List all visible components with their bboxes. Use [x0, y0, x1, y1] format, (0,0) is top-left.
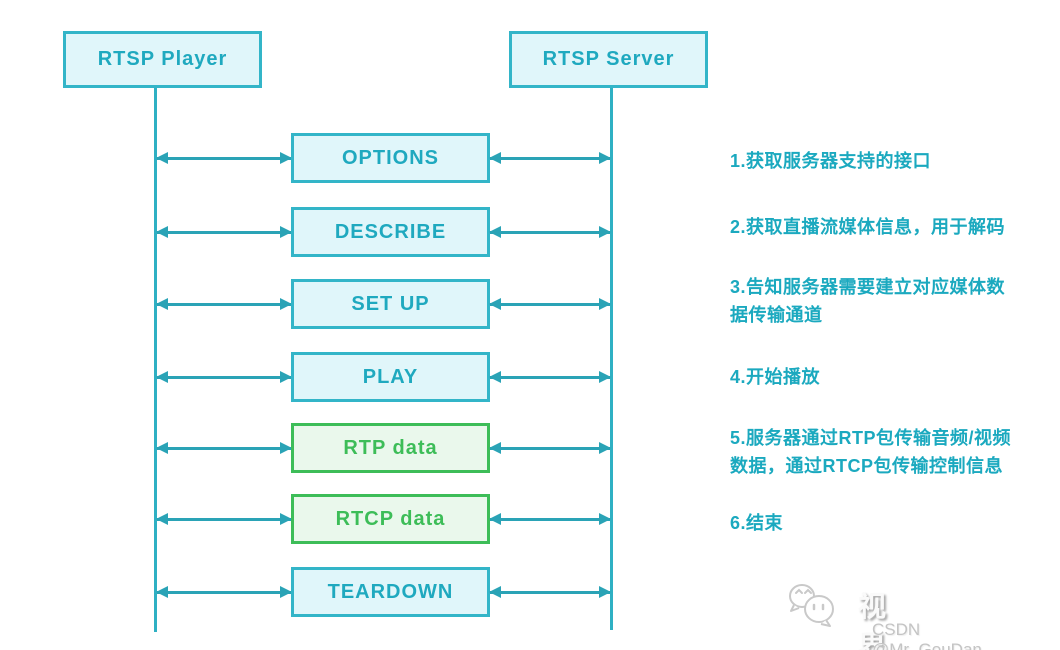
annotation-2: 2.获取直播流媒体信息，用于解码	[730, 217, 1006, 237]
double-arrow-player-describe	[156, 226, 292, 238]
lifeline-player	[154, 88, 157, 632]
chat-bubbles-icon	[789, 584, 834, 627]
annotation-1: 1.获取服务器支持的接口	[730, 151, 932, 171]
actor-label-player: RTSP Player	[97, 48, 228, 70]
annotation-3: 3.告知服务器需要建立对应媒体数 据传输通道	[730, 277, 1006, 325]
message-label: OPTIONS	[341, 146, 439, 169]
double-arrow-setup-server	[489, 298, 611, 310]
message-label: RTCP data	[335, 507, 446, 530]
watermark-brand-text: 视界音你而不同	[858, 591, 889, 650]
actor-label-server: RTSP Server	[542, 48, 675, 70]
double-arrow-player-options	[156, 152, 292, 164]
message-label: PLAY	[362, 365, 419, 388]
double-arrow-player-rtp	[156, 442, 292, 454]
message-label: SET UP	[351, 292, 430, 315]
annotation-6: 6.结束	[730, 513, 784, 533]
double-arrow-rtcp-server	[489, 513, 611, 525]
message-box-rtp-data: RTP data	[291, 423, 490, 473]
message-box-rtcp-data: RTCP data	[291, 494, 490, 544]
lifeline-server	[610, 88, 613, 630]
double-arrow-rtp-server	[489, 442, 611, 454]
actor-box-rtsp-server: RTSP Server	[509, 31, 708, 88]
message-box-options: OPTIONS	[291, 133, 490, 183]
annotation-4: 4.开始播放	[730, 367, 821, 387]
watermark-credit-text: CSDN @Mr_GouDan	[872, 620, 982, 650]
double-arrow-player-setup	[156, 298, 292, 310]
message-box-describe: DESCRIBE	[291, 207, 490, 257]
message-box-play: PLAY	[291, 352, 490, 402]
message-box-setup: SET UP	[291, 279, 490, 329]
double-arrow-describe-server	[489, 226, 611, 238]
message-label: DESCRIBE	[334, 220, 447, 243]
message-label: RTP data	[343, 436, 438, 459]
double-arrow-player-teardown	[156, 586, 292, 598]
message-label: TEARDOWN	[327, 580, 454, 603]
double-arrow-teardown-server	[489, 586, 611, 598]
double-arrow-player-rtcp	[156, 513, 292, 525]
double-arrow-options-server	[489, 152, 611, 164]
message-box-teardown: TEARDOWN	[291, 567, 490, 617]
double-arrow-play-server	[489, 371, 611, 383]
double-arrow-player-play	[156, 371, 292, 383]
actor-box-rtsp-player: RTSP Player	[63, 31, 262, 88]
annotation-5: 5.服务器通过RTP包传输音频/视频 数据，通过RTCP包传输控制信息	[730, 428, 1012, 476]
